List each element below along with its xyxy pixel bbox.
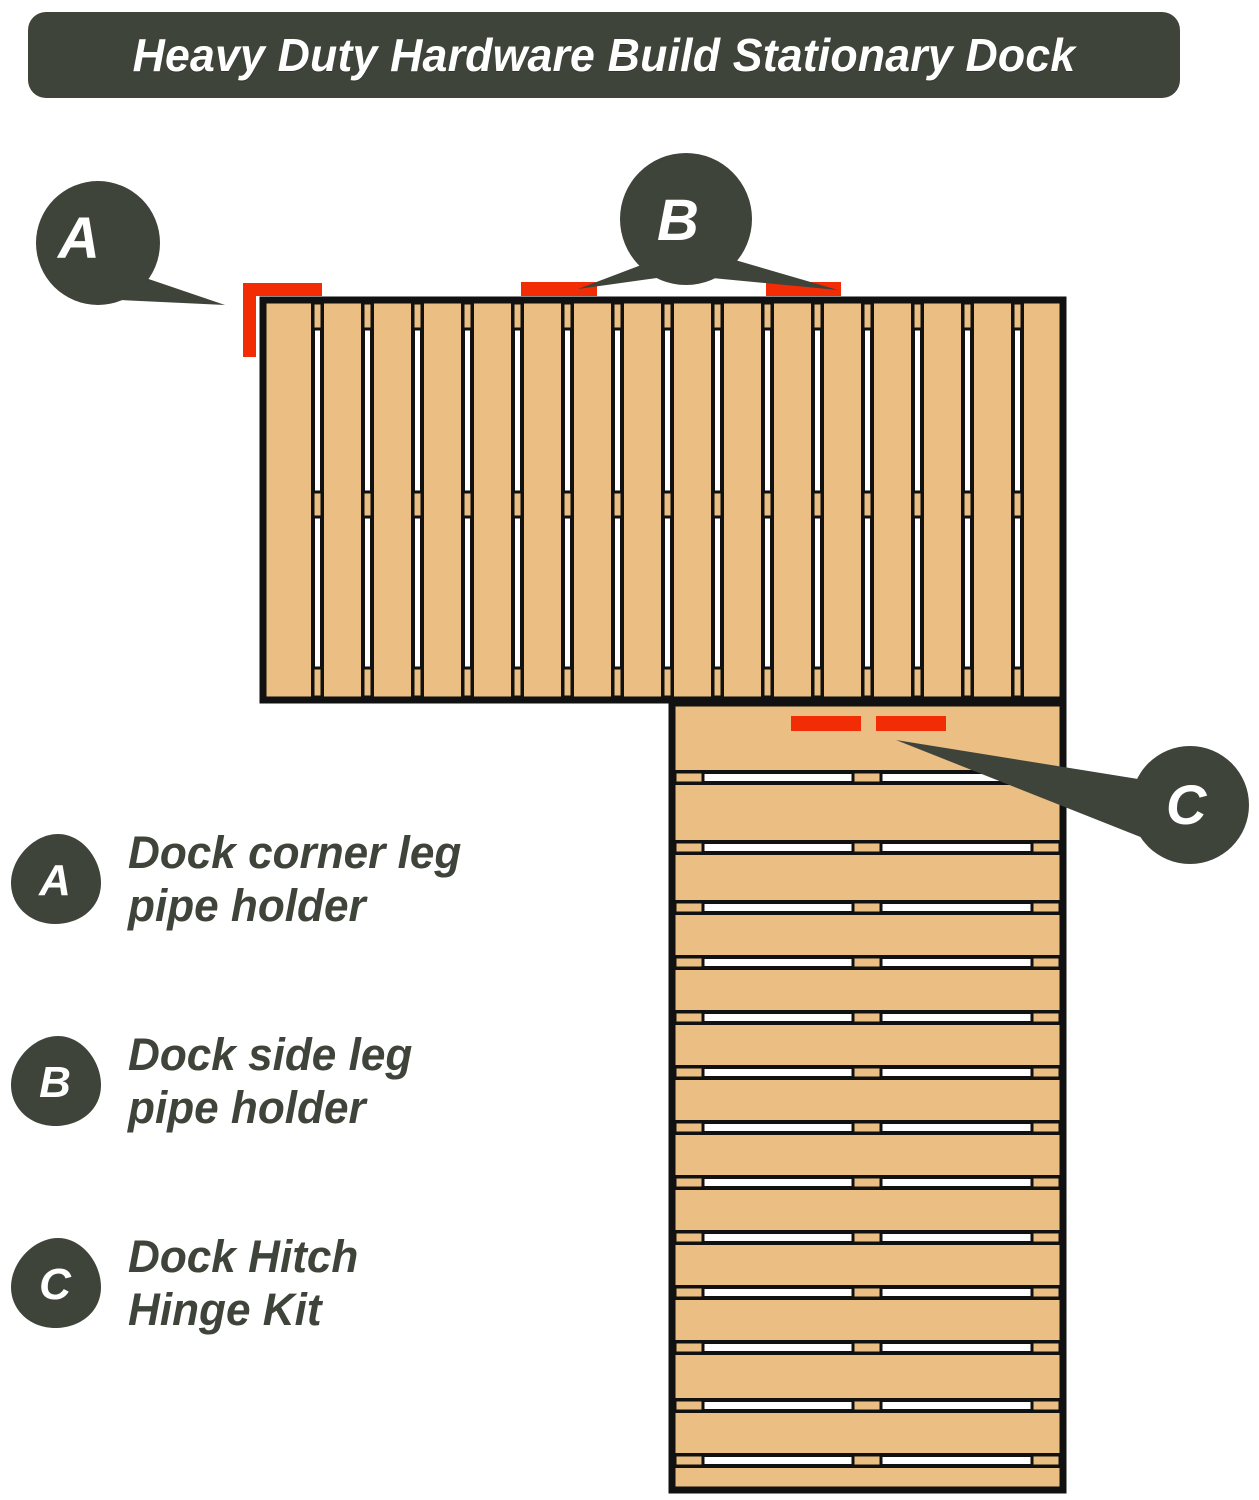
side-leg-pipe-holder-left: [521, 282, 597, 296]
legend-badge-b: B: [8, 1033, 104, 1129]
legend-item-b[interactable]: B Dock side leg pipe holder: [0, 1028, 620, 1134]
legend-label-a: Dock corner leg pipe holder: [128, 827, 462, 932]
legend: A Dock corner leg pipe holder B Dock sid…: [0, 826, 620, 1433]
corner-leg-pipe-holder-bracket: [243, 283, 322, 357]
callout-marker-b[interactable]: [578, 153, 838, 290]
legend-badge-c: C: [8, 1235, 104, 1331]
callout-marker-a[interactable]: [36, 181, 225, 305]
gangway-stringers: [673, 770, 1062, 1468]
main-deck: [259, 296, 1067, 704]
legend-label-c: Dock Hitch Hinge Kit: [128, 1231, 359, 1336]
hitch-hinge-kit-left: [791, 716, 861, 731]
blob-shape-icon: [11, 1238, 101, 1329]
deck-cross-stringers: [311, 301, 1024, 699]
hitch-hinge-kit-right: [876, 716, 946, 731]
legend-badge-letter-c: C: [39, 1260, 71, 1310]
title-banner: Heavy Duty Hardware Build Stationary Doc…: [28, 12, 1180, 98]
hardware-markers: [243, 282, 946, 731]
legend-badge-letter-a: A: [39, 856, 71, 906]
legend-badge-letter-b: B: [39, 1058, 71, 1108]
legend-item-a[interactable]: A Dock corner leg pipe holder: [0, 826, 620, 932]
legend-label-b: Dock side leg pipe holder: [128, 1029, 413, 1134]
page-title: Heavy Duty Hardware Build Stationary Doc…: [132, 29, 1076, 81]
legend-item-c[interactable]: C Dock Hitch Hinge Kit: [0, 1230, 620, 1336]
blob-shape-icon: [11, 1036, 101, 1127]
legend-badge-a: A: [8, 831, 104, 927]
callout-marker-c[interactable]: [896, 740, 1249, 864]
gangway-walkway: [668, 699, 1067, 1494]
blob-shape-icon: [11, 834, 101, 925]
